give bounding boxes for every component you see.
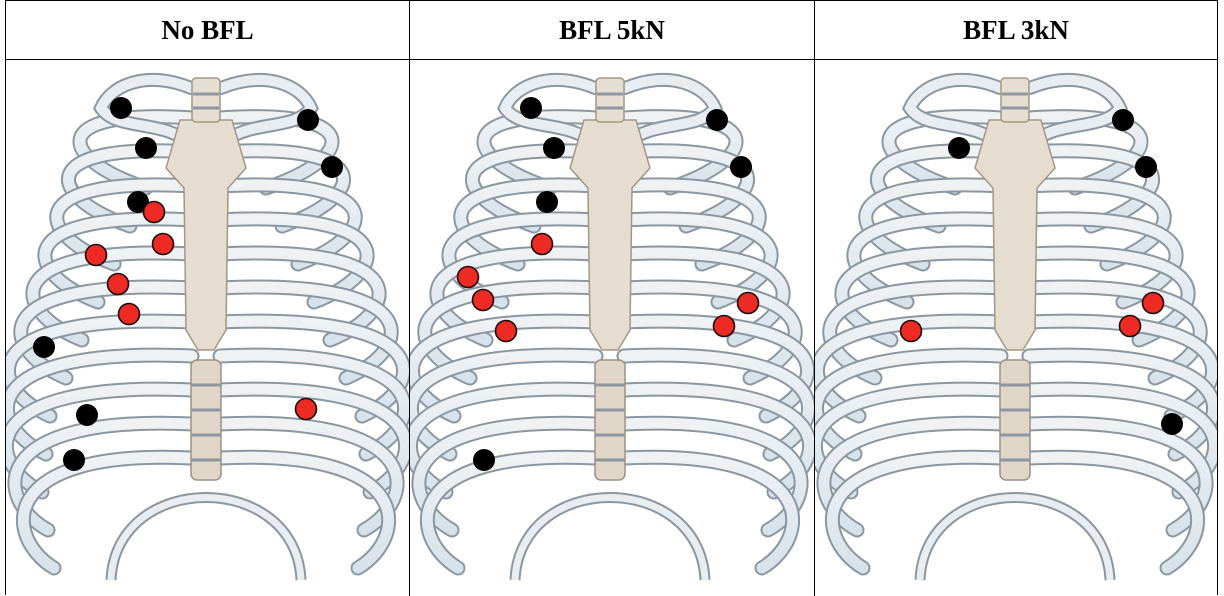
black-fracture-marker (63, 449, 85, 471)
black-fracture-marker (76, 404, 98, 426)
red-fracture-marker (901, 321, 922, 342)
red-fracture-marker (458, 267, 479, 288)
black-fracture-marker (135, 137, 157, 159)
black-fracture-marker (321, 156, 343, 178)
column-header-no-bfl: No BFL (6, 1, 409, 59)
black-fracture-marker (543, 137, 565, 159)
black-fracture-marker (730, 156, 752, 178)
panel-bfl-3kn (815, 60, 1217, 596)
red-fracture-marker (296, 399, 317, 420)
red-fracture-marker (144, 202, 165, 223)
red-fracture-marker (496, 321, 517, 342)
comparison-table: No BFL BFL 5kN BFL 3kN (5, 0, 1218, 595)
red-fracture-marker (473, 290, 494, 311)
red-fracture-marker (1143, 293, 1164, 314)
black-fracture-marker (297, 109, 319, 131)
black-fracture-marker (520, 97, 542, 119)
black-fracture-marker (110, 97, 132, 119)
red-fracture-marker (119, 304, 140, 325)
panel-no-bfl (6, 60, 409, 596)
black-fracture-marker (473, 449, 495, 471)
rib-cage-illustration (815, 60, 1217, 596)
red-fracture-marker (153, 234, 174, 255)
black-fracture-marker (948, 137, 970, 159)
red-fracture-marker (532, 234, 553, 255)
rib-cage-illustration (410, 60, 814, 596)
red-fracture-marker (108, 274, 129, 295)
black-fracture-marker (33, 336, 55, 358)
red-fracture-marker (86, 245, 107, 266)
black-fracture-marker (1161, 413, 1183, 435)
column-header-bfl-5kn: BFL 5kN (410, 1, 814, 59)
black-fracture-marker (1135, 156, 1157, 178)
column-header-bfl-3kn: BFL 3kN (815, 1, 1217, 59)
rib-cage-illustration (6, 60, 409, 596)
red-fracture-marker (738, 293, 759, 314)
header-row: No BFL BFL 5kN BFL 3kN (6, 1, 1217, 60)
black-fracture-marker (706, 109, 728, 131)
panel-bfl-5kn (410, 60, 814, 596)
black-fracture-marker (1112, 109, 1134, 131)
black-fracture-marker (536, 191, 558, 213)
red-fracture-marker (1120, 316, 1141, 337)
red-fracture-marker (714, 316, 735, 337)
